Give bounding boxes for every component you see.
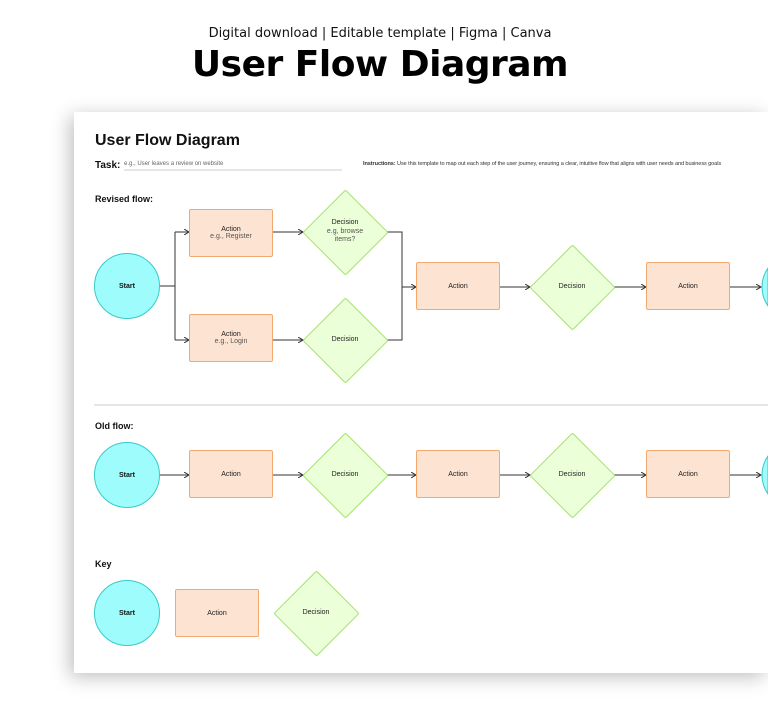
main-title: User Flow Diagram	[191, 44, 569, 85]
action-node[interactable]: Action	[189, 450, 273, 498]
action-node[interactable]: Action	[646, 262, 730, 310]
action-node[interactable]: Action	[646, 450, 730, 498]
key-label: Key	[95, 559, 112, 569]
diagram-card	[74, 112, 768, 673]
decision-label: Decision	[331, 470, 359, 478]
action-sub: e.g., Login	[214, 338, 248, 345]
decision-label: Decision	[331, 335, 359, 343]
action-node[interactable]: Action	[416, 262, 500, 310]
start-node[interactable]: Start	[94, 253, 160, 319]
task-input[interactable]: e.g., User leaves a review on website	[124, 161, 224, 167]
start-node[interactable]: Start	[94, 442, 160, 508]
decision-sub: e.g, browse items?	[326, 227, 364, 244]
end-node[interactable]	[761, 455, 768, 495]
task-label: Task:	[95, 160, 121, 171]
decision-title: Decision	[331, 219, 359, 227]
key-decision-label: Decision	[302, 608, 330, 616]
card-title: User Flow Diagram	[95, 132, 240, 149]
instructions: Instructions: Use this template to map o…	[363, 161, 766, 167]
instructions-label: Instructions:	[363, 161, 396, 167]
key-start: Start	[94, 580, 160, 646]
key-action: Action	[175, 589, 259, 637]
action-node[interactable]: Action	[416, 450, 500, 498]
action-title: Action	[221, 226, 241, 233]
revised-flow-label: Revised flow:	[95, 194, 154, 204]
decision-label: Decision	[558, 282, 586, 290]
subtitle: Digital download | Editable template | F…	[208, 26, 552, 41]
end-node[interactable]	[761, 267, 768, 307]
action-title: Action	[221, 331, 241, 338]
old-flow-label: Old flow:	[95, 421, 134, 431]
instructions-text: Use this template to map out each step o…	[397, 161, 722, 167]
action-sub: e.g., Register	[210, 233, 252, 240]
decision-label: Decision	[558, 470, 586, 478]
